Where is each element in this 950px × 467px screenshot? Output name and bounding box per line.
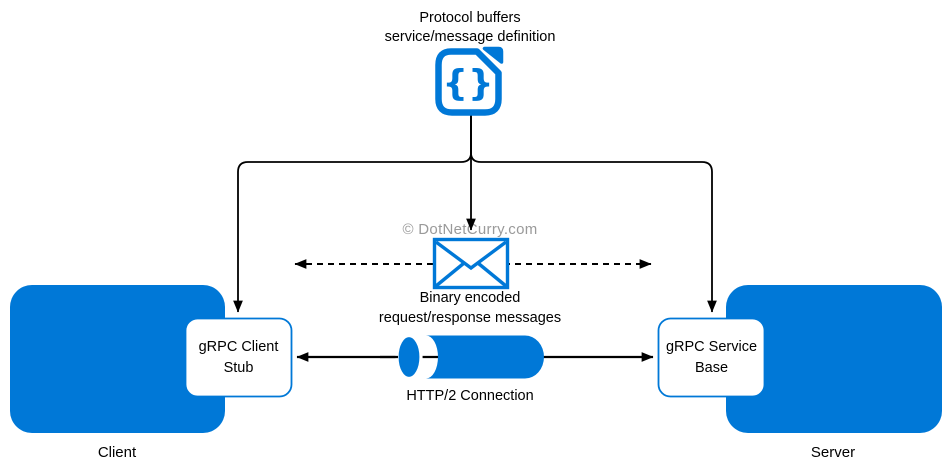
code-braces-glyph: {} [442, 63, 493, 104]
client-stub-box [184, 317, 293, 398]
proto-definition-line1: Protocol buffers [419, 10, 521, 26]
cylinder-body [426, 335, 544, 379]
binary-messages-line1: Binary encoded [419, 290, 521, 306]
binary-messages-line2: request/response messages [378, 309, 562, 326]
http2-pipe-shape [380, 333, 544, 381]
client-stub-line2: Stub [223, 360, 254, 376]
server-container-shape [726, 285, 942, 433]
proto-definition-line2: service/message definition [384, 29, 556, 45]
http2-connection-label: HTTP/2 Connection [406, 388, 534, 404]
client-stub-label: gRPC Client Stub [185, 337, 292, 379]
envelope-icon [432, 237, 510, 290]
code-file-fold [482, 46, 504, 64]
service-base-line1: gRPC Service [665, 339, 758, 355]
proto-file-icon: {} [435, 46, 504, 116]
server-label: Server [810, 444, 856, 461]
code-file-body [435, 48, 502, 116]
service-base-line2: Base [694, 360, 729, 376]
cylinder-cap [395, 333, 423, 381]
service-base-label: gRPC Service Base [658, 337, 765, 379]
proto-definition-label: Protocol buffers service/message definit… [295, 9, 645, 47]
client-label: Client [97, 444, 137, 461]
client-container-shape [10, 285, 225, 433]
service-base-box [657, 317, 766, 398]
binary-messages-label: Binary encoded request/response messages [320, 289, 620, 328]
client-stub-line1: gRPC Client [198, 339, 279, 355]
